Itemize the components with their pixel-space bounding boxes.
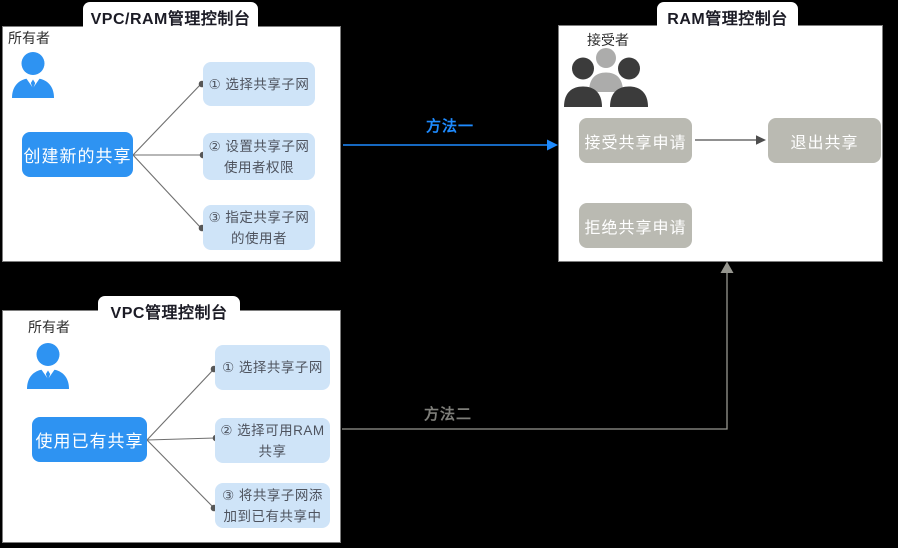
method1-label: 方法一 — [425, 118, 474, 135]
panel-title-vpc-ram-console: VPC/RAM管理控制台 — [83, 2, 258, 32]
receivers-people-group-icon — [562, 47, 650, 107]
step-line: 使用者权限 — [224, 159, 294, 175]
create-new-share-label: 创建新的共享 — [23, 147, 132, 166]
panel-title-text: RAM管理控制台 — [667, 10, 788, 28]
step-line: ③ 将共享子网添 — [222, 487, 323, 503]
step-select-shared-subnet-top: ① 选择共享子网 — [203, 62, 315, 106]
step-line: 加到已有共享中 — [223, 508, 322, 524]
method1-arrow — [343, 139, 558, 151]
use-existing-share-label: 使用已有共享 — [35, 432, 144, 451]
step-line: 共享 — [258, 443, 287, 459]
panel-title-ram-console: RAM管理控制台 — [657, 2, 798, 31]
method2-arrow — [342, 261, 734, 430]
receiver-label: 接受者 — [587, 32, 629, 48]
create-new-share-node: 创建新的共享 — [22, 132, 133, 177]
step-line: ② 设置共享子网 — [208, 138, 310, 154]
reject-share-request-label: 拒绝共享申请 — [584, 219, 687, 237]
quit-share-label: 退出共享 — [790, 134, 859, 152]
step-select-shared-subnet-bottom: ① 选择共享子网 — [215, 345, 330, 390]
step-specify-users: ③ 指定共享子网 的使用者 — [203, 205, 315, 250]
owner-person-icon-top — [10, 50, 56, 98]
quit-share-node: 退出共享 — [768, 118, 881, 163]
step-select-available-ram-share: ② 选择可用RAM 共享 — [215, 418, 330, 463]
step-line: ① 选择共享子网 — [208, 76, 310, 92]
step-line: ① 选择共享子网 — [222, 360, 323, 375]
step-set-user-permissions: ② 设置共享子网 使用者权限 — [203, 133, 315, 180]
method2-label: 方法二 — [423, 406, 472, 423]
owner-label-bottom: 所有者 — [28, 319, 70, 335]
step-add-subnet-to-existing-share: ③ 将共享子网添 加到已有共享中 — [215, 483, 330, 528]
panel-title-text: VPC管理控制台 — [110, 304, 228, 322]
reject-share-request-node: 拒绝共享申请 — [579, 203, 692, 248]
panel-title-vpc-console: VPC管理控制台 — [98, 296, 240, 325]
panel-title-text: VPC/RAM管理控制台 — [90, 11, 251, 28]
use-existing-share-node: 使用已有共享 — [32, 417, 147, 462]
step-line: ③ 指定共享子网 — [208, 209, 310, 225]
accept-share-request-label: 接受共享申请 — [584, 134, 687, 152]
owner-person-icon-bottom — [25, 341, 71, 389]
step-line: ② 选择可用RAM — [220, 422, 325, 438]
accept-share-request-node: 接受共享申请 — [579, 118, 692, 163]
step-line: 的使用者 — [231, 230, 287, 246]
owner-label-top: 所有者 — [8, 30, 50, 46]
